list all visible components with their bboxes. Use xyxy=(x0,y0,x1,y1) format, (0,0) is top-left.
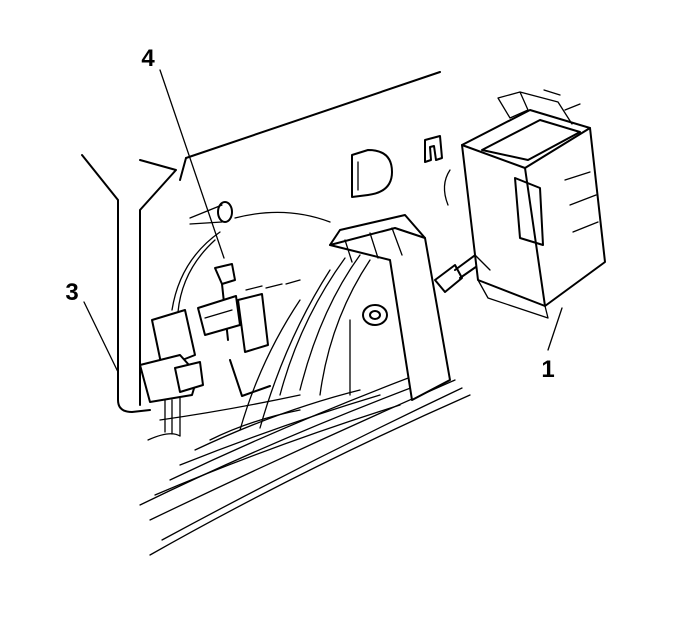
leader-lines xyxy=(83,69,563,373)
callout-label-4: 4 xyxy=(141,45,155,72)
connector-3 xyxy=(139,231,301,441)
panel-outline xyxy=(81,71,441,421)
callout-label-1: 1 xyxy=(541,356,554,383)
connector-1 xyxy=(443,89,606,319)
panel-detail xyxy=(189,135,443,225)
wire-bundle xyxy=(139,254,471,556)
callout-label-3: 3 xyxy=(65,279,78,306)
